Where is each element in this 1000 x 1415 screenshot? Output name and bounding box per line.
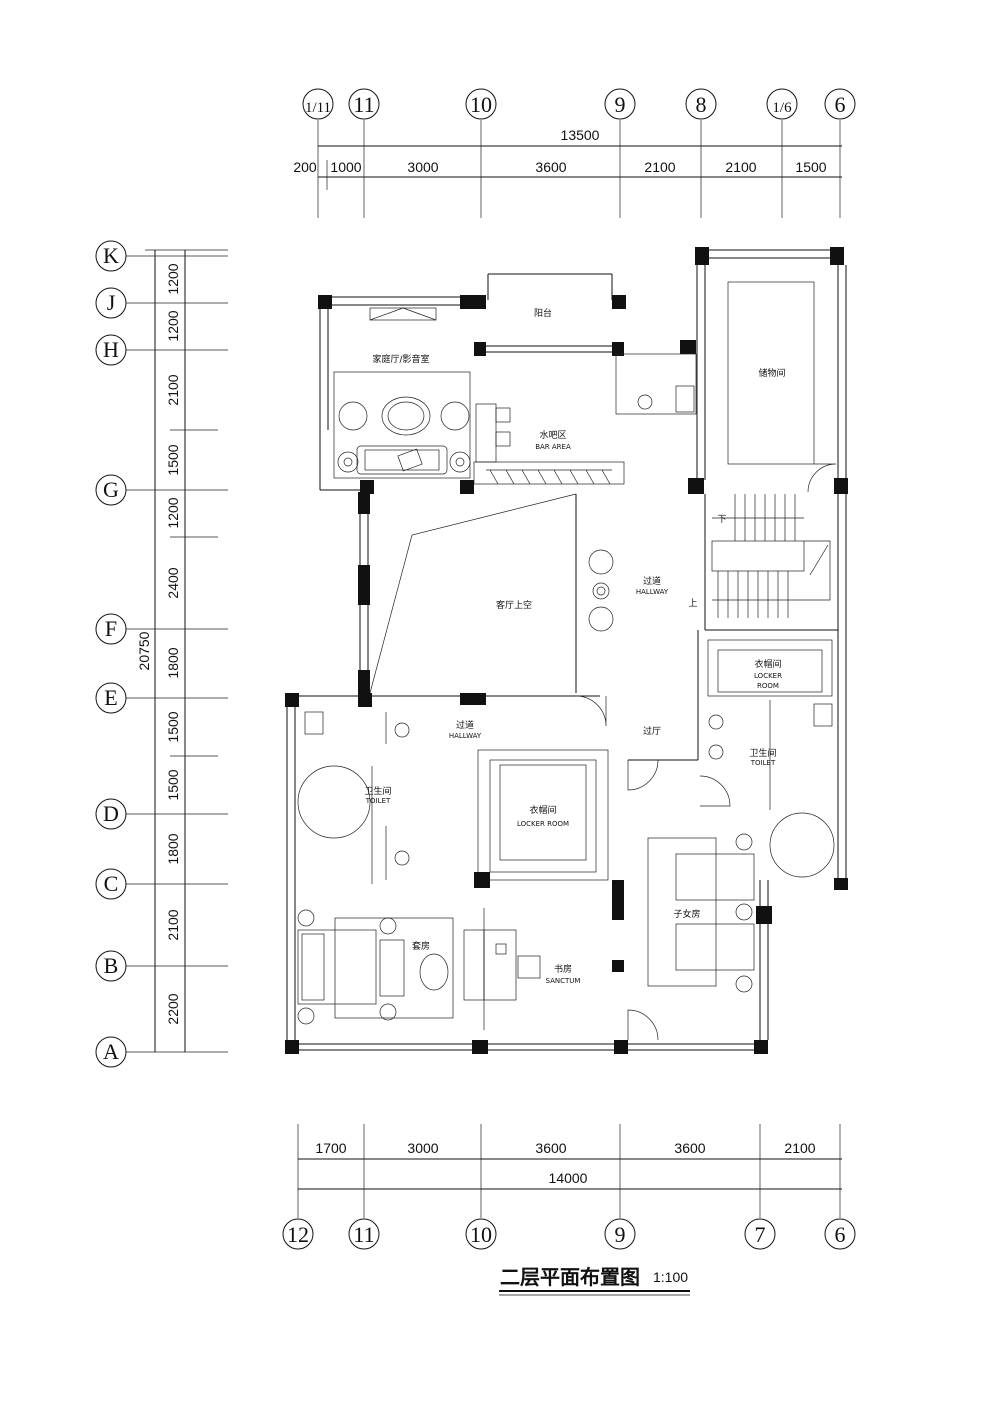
top-total-dim: 13500 xyxy=(561,127,600,143)
stair-down-label: 下 xyxy=(717,515,726,525)
left-dim: 1800 xyxy=(165,833,181,864)
toilet-label-en: TOILET xyxy=(365,797,391,805)
bottom-dim: 3600 xyxy=(674,1140,705,1156)
left-dim: 1800 xyxy=(165,647,181,678)
top-dim: 1000 xyxy=(330,159,361,175)
top-axis-label: 6 xyxy=(835,92,846,117)
storage-label: 储物间 xyxy=(758,367,785,379)
bar-label-en: BAR AREA xyxy=(535,443,571,451)
kids-room-label: 子女房 xyxy=(673,908,700,920)
top-dim: 3600 xyxy=(535,159,566,175)
top-axis-label: 1/11 xyxy=(305,100,331,116)
left-dim: 1200 xyxy=(165,263,181,294)
suite-furniture xyxy=(297,909,454,1025)
staircase: 下 上 xyxy=(688,494,831,618)
bottom-total-dim: 14000 xyxy=(549,1170,588,1186)
bottom-dim: 3000 xyxy=(407,1140,438,1156)
bottom-axis-label: 10 xyxy=(470,1222,492,1247)
top-axis-label: 8 xyxy=(696,92,707,117)
left-axis-label: B xyxy=(104,953,119,978)
top-dim: 2100 xyxy=(725,159,756,175)
suite-label: 套房 xyxy=(412,940,430,952)
stair-up-label: 上 xyxy=(688,598,697,609)
bottom-dim: 2100 xyxy=(784,1140,815,1156)
left-dim: 2200 xyxy=(165,993,181,1024)
locker2-label-en-1: LOCKER xyxy=(754,672,782,680)
study-label: 书房 xyxy=(554,963,572,975)
locker2-label: 衣帽间 xyxy=(754,658,781,670)
locker-room xyxy=(474,749,609,888)
bottom-dim: 3600 xyxy=(535,1140,566,1156)
hallway-upper-label: 过道 xyxy=(643,575,661,587)
room-labels: 家庭厅/影音室 阳台 储物间 水吧区 BAR AREA 客厅上空 过道 HALL… xyxy=(364,307,785,985)
left-dim: 2100 xyxy=(165,374,181,405)
locker-label: 衣帽间 xyxy=(529,804,556,816)
drawing-scale: 1:100 xyxy=(653,1269,688,1285)
toilet2-label-en: TOILET xyxy=(750,759,776,767)
toilet-label: 卫生间 xyxy=(364,785,391,797)
left-dim: 2400 xyxy=(165,567,181,598)
storage-inner xyxy=(727,281,837,493)
left-axis-label: G xyxy=(103,477,119,502)
left-axis-label: C xyxy=(104,871,119,896)
top-axis-label: 1/6 xyxy=(772,100,792,116)
bottom-dim: 1700 xyxy=(315,1140,346,1156)
top-axis-label: 11 xyxy=(353,92,374,117)
bar-label: 水吧区 xyxy=(539,429,566,441)
right-locker-toilet xyxy=(707,639,835,878)
top-axis-label: 10 xyxy=(470,92,492,117)
left-axis-label: F xyxy=(105,616,117,641)
drawing-title-text: 二层平面布置图 xyxy=(500,1265,640,1289)
bottom-axis-label: 6 xyxy=(835,1222,846,1247)
left-dim: 1500 xyxy=(165,769,181,800)
left-dimension-block: K J H G F E D C B A 20750 1200 1200 2100… xyxy=(95,240,228,1068)
toilet2-label: 卫生间 xyxy=(749,747,776,759)
study-label-en: SANCTUM xyxy=(546,977,581,985)
study-furniture xyxy=(463,908,541,1030)
left-axis-label: J xyxy=(107,290,116,315)
hallway-label: 过道 xyxy=(456,719,474,731)
walls xyxy=(285,247,848,1054)
family-room-furniture xyxy=(333,307,471,479)
drawing-title: 二层平面布置图 1:100 xyxy=(499,1265,690,1296)
left-axis-label: K xyxy=(103,243,119,268)
locker2-label-en-2: ROOM xyxy=(757,682,779,690)
locker-label-en: LOCKER ROOM xyxy=(517,820,569,828)
left-dim: 1500 xyxy=(165,711,181,742)
family-room-label: 家庭厅/影音室 xyxy=(372,353,429,365)
bar-furniture xyxy=(473,353,697,485)
left-axis-label: A xyxy=(103,1039,119,1064)
left-dim: 1200 xyxy=(165,497,181,528)
top-dim: 2100 xyxy=(644,159,675,175)
bottom-axis-label: 9 xyxy=(615,1222,626,1247)
lobby-label: 过厅 xyxy=(643,725,661,737)
bottom-dimension-block: 12 11 10 9 7 6 1700 3000 3600 3600 2100 … xyxy=(282,1124,856,1250)
top-dim: 1500 xyxy=(795,159,826,175)
bottom-axis-label: 11 xyxy=(353,1222,374,1247)
top-dimension-block: 1/11 11 10 9 8 1/6 6 13500 200 1000 3000… xyxy=(293,88,856,218)
left-dim: 1200 xyxy=(165,310,181,341)
bottom-axis-label: 12 xyxy=(287,1222,309,1247)
kids-room-furniture xyxy=(647,833,755,993)
left-dim: 2100 xyxy=(165,909,181,940)
balcony-label: 阳台 xyxy=(534,307,552,319)
left-toilet-fixtures xyxy=(297,711,410,884)
hallway-label-en: HALLWAY xyxy=(449,732,482,740)
top-dim: 3000 xyxy=(407,159,438,175)
bottom-axis-label: 7 xyxy=(755,1222,766,1247)
top-dim: 200 xyxy=(293,159,317,175)
left-dim: 1500 xyxy=(165,444,181,475)
hallway-upper-label-en: HALLWAY xyxy=(636,588,669,596)
left-axis-label: E xyxy=(104,685,117,710)
top-axis-label: 9 xyxy=(615,92,626,117)
left-axis-label: D xyxy=(103,801,119,826)
left-total-dim: 20750 xyxy=(136,631,152,670)
void-label: 客厅上空 xyxy=(496,599,532,611)
left-axis-label: H xyxy=(103,337,119,362)
hallway-chairs xyxy=(588,549,614,632)
doors xyxy=(575,695,731,1041)
void-lines xyxy=(369,493,577,694)
